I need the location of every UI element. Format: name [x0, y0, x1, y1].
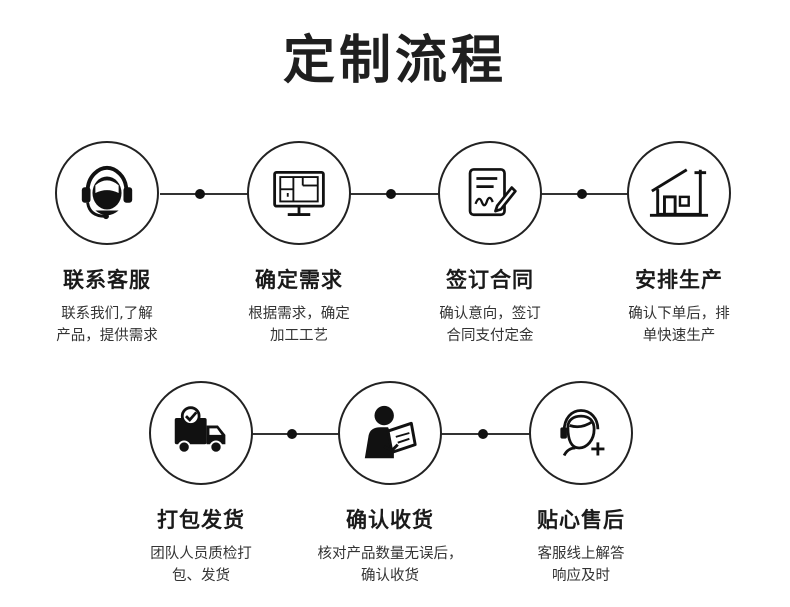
page-title: 定制流程 — [282, 31, 507, 91]
step-circle — [247, 141, 351, 245]
delivery-truck-icon — [171, 403, 231, 463]
step-circle — [338, 381, 442, 485]
step-after-sales: 贴心售后 客服线上解答 响应及时 — [491, 381, 671, 587]
step-circle — [149, 381, 253, 485]
step-title: 签订合同 — [446, 268, 534, 292]
step-description: 确认意向，签订 合同支付定金 — [439, 306, 541, 344]
step-circle — [55, 141, 159, 245]
step-title: 确认收货 — [346, 508, 434, 532]
support-agent-icon — [551, 403, 611, 463]
step-sign-contract: 签订合同 确认意向，签订 合同支付定金 — [400, 141, 580, 347]
step-title: 安排生产 — [635, 268, 723, 292]
step-title: 贴心售后 — [537, 508, 625, 532]
monitor-blueprint-icon — [269, 163, 329, 223]
step-title: 确定需求 — [255, 268, 343, 292]
step-confirm-requirements: 确定需求 根据需求，确定 加工工艺 — [209, 141, 389, 347]
step-title: 联系客服 — [63, 268, 151, 292]
step-circle — [627, 141, 731, 245]
person-checklist-icon — [359, 402, 421, 464]
step-description: 确认下单后，排 单快速生产 — [628, 306, 730, 344]
step-description: 核对产品数量无误后， 确认收货 — [317, 546, 463, 584]
step-pack-ship: 打包发货 团队人员质检打 包、发货 — [111, 381, 291, 587]
step-arrange-production: 安排生产 确认下单后，排 单快速生产 — [589, 141, 769, 347]
contract-sign-icon — [461, 164, 519, 222]
connector-dot — [478, 429, 488, 439]
step-description: 根据需求，确定 加工工艺 — [248, 306, 350, 344]
step-title: 打包发货 — [157, 508, 245, 532]
step-confirm-receipt: 确认收货 核对产品数量无误后， 确认收货 — [300, 381, 480, 587]
connector-dot — [386, 189, 396, 199]
connector-dot — [577, 189, 587, 199]
factory-icon — [648, 162, 710, 224]
connector-dot — [195, 189, 205, 199]
connector-dot — [287, 429, 297, 439]
headset-icon — [76, 162, 138, 224]
step-circle — [529, 381, 633, 485]
step-contact-service: 联系客服 联系我们,了解 产品，提供需求 — [17, 141, 197, 347]
step-description: 团队人员质检打 包、发货 — [150, 546, 252, 584]
step-circle — [438, 141, 542, 245]
step-description: 联系我们,了解 产品，提供需求 — [56, 306, 158, 344]
step-description: 客服线上解答 响应及时 — [537, 546, 625, 584]
